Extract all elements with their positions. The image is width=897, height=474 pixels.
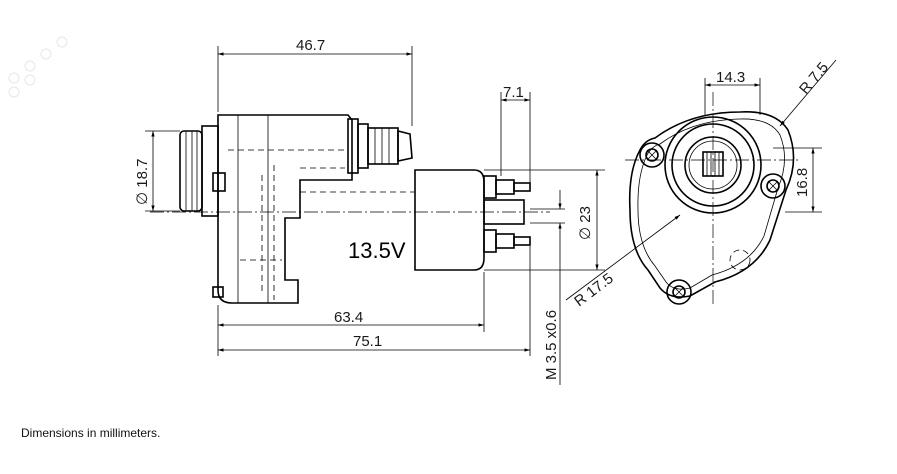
dim-14-3-text: 14.3 xyxy=(716,69,745,86)
dimension-14-3: 14.3 xyxy=(704,69,761,115)
motor-can xyxy=(300,169,485,271)
dimension-diameter-23: ∅ 23 xyxy=(484,169,605,271)
side-view: 13.5V xyxy=(150,114,550,304)
terminals xyxy=(483,175,531,253)
flange-outline xyxy=(628,111,795,298)
dimension-16-8: 16.8 xyxy=(773,147,822,213)
dim-16-8-text: 16.8 xyxy=(794,168,811,197)
dimension-46-7: 46.7 xyxy=(217,37,413,126)
central-boss xyxy=(664,116,762,214)
dimension-75-1: 75.1 xyxy=(218,246,531,356)
dim-18-7-text: ∅ 18.7 xyxy=(134,159,151,205)
front-view xyxy=(625,92,800,305)
dimension-r-7-5: R 7.5 xyxy=(779,59,837,127)
caption: Dimensions in millimeters. xyxy=(21,426,161,440)
dim-7-1-text: 7.1 xyxy=(503,84,524,101)
screw-right xyxy=(760,173,786,199)
dim-r7-5-text: R 7.5 xyxy=(796,59,832,97)
dim-r17-5-text: R 17.5 xyxy=(571,270,617,310)
flange-inner-outline xyxy=(637,118,785,290)
dim-thread-text: M 3.5 x0.6 xyxy=(543,310,560,380)
dimension-thread: M 3.5 x0.6 xyxy=(530,190,565,385)
dim-75-1-text: 75.1 xyxy=(353,333,382,350)
dimension-diameter-18-7: ∅ 18.7 xyxy=(134,130,180,212)
gear-housing xyxy=(212,114,353,304)
dim-63-4-text: 63.4 xyxy=(334,309,363,326)
dim-23-text: ∅ 23 xyxy=(577,206,594,240)
connector-ring xyxy=(179,125,219,217)
watermark xyxy=(8,36,68,98)
voltage-label: 13.5V xyxy=(348,238,406,263)
screw-bottom xyxy=(666,279,692,305)
dim-46-7-text: 46.7 xyxy=(296,37,325,54)
dimension-7-1: 7.1 xyxy=(500,84,531,183)
top-nozzle xyxy=(347,118,413,174)
dimension-63-4: 63.4 xyxy=(217,272,485,356)
screw-top-left xyxy=(639,142,665,168)
hidden-bore xyxy=(729,249,751,271)
